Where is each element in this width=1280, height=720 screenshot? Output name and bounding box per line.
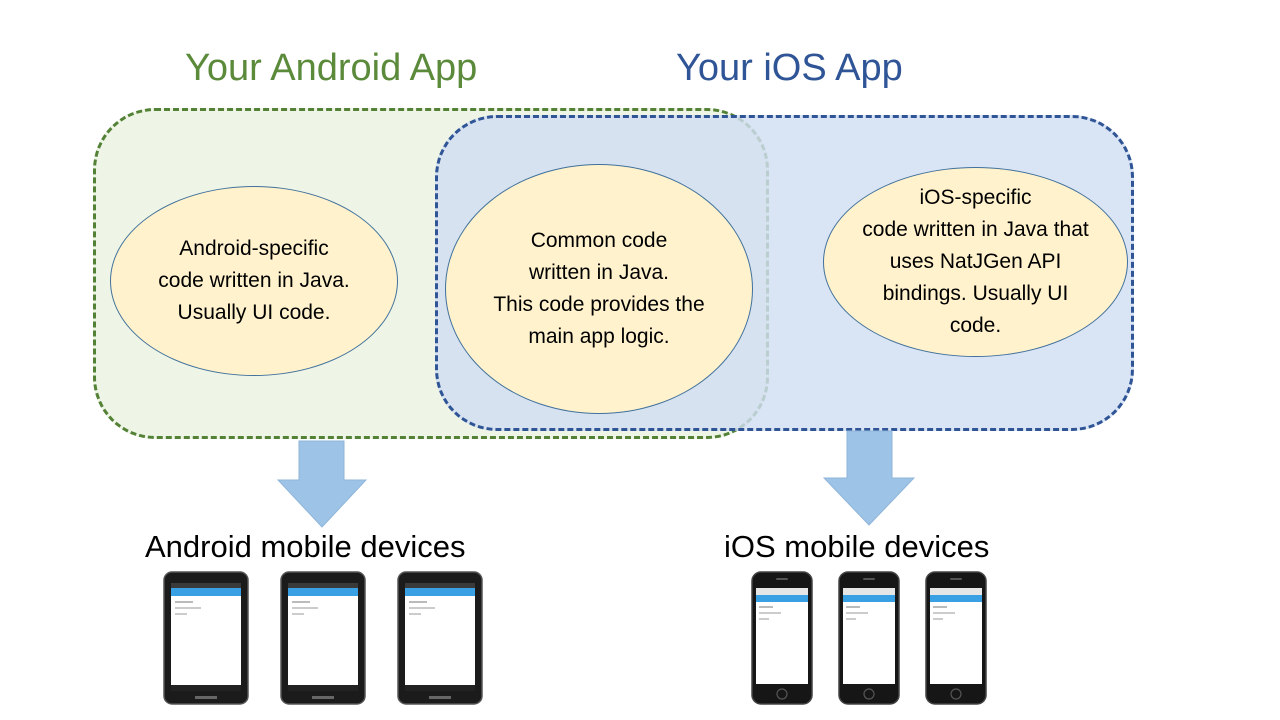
android-app-heading: Your Android App: [185, 47, 478, 89]
android-phone-image: [280, 571, 366, 705]
common-code-ellipse: Common code written in Java. This code p…: [445, 164, 753, 414]
ios-phones: [751, 571, 987, 705]
ios-phone-image: [751, 571, 813, 705]
common-code-label: Common code written in Java. This code p…: [493, 229, 705, 348]
android-phone-image: [163, 571, 249, 705]
android-down-arrow: [277, 440, 367, 528]
android-phones: [163, 571, 483, 705]
android-devices-label: Android mobile devices: [145, 529, 466, 564]
android-specific-code-label: Android-specific code written in Java. U…: [158, 237, 350, 324]
android-phone-image: [397, 571, 483, 705]
ios-specific-code-ellipse: iOS-specific code written in Java that u…: [823, 167, 1128, 357]
ios-down-arrow: [823, 430, 915, 526]
ios-phone-image: [925, 571, 987, 705]
ios-devices-label: iOS mobile devices: [724, 529, 990, 564]
ios-app-heading: Your iOS App: [676, 47, 903, 89]
android-specific-code-ellipse: Android-specific code written in Java. U…: [110, 186, 398, 376]
ios-specific-code-label: iOS-specific code written in Java that u…: [862, 186, 1089, 337]
ios-phone-image: [838, 571, 900, 705]
